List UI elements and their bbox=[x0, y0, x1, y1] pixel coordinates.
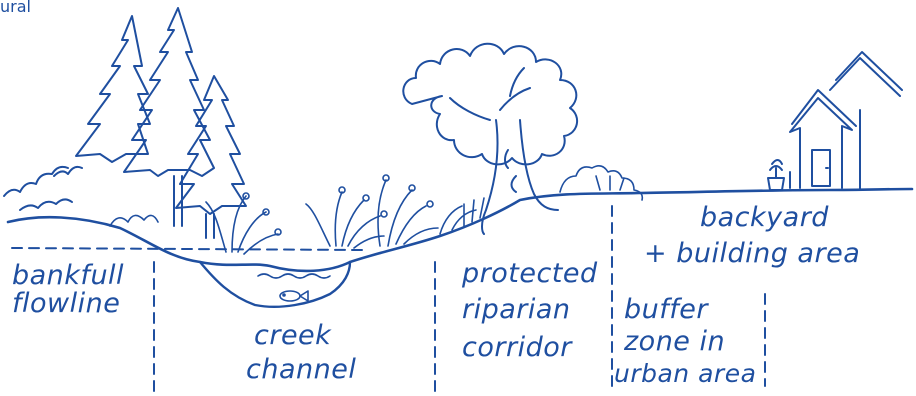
svg-text:buffer: buffer bbox=[624, 294, 709, 325]
svg-text:+ building area: + building area bbox=[644, 238, 860, 269]
bank-shrubs bbox=[110, 175, 484, 254]
svg-text:bankfull: bankfull bbox=[12, 260, 124, 291]
protected-riparian-corridor-label: protected riparian corridor bbox=[461, 258, 598, 363]
svg-text:creek: creek bbox=[254, 320, 332, 351]
evergreen-trees bbox=[4, 8, 246, 238]
svg-text:flowline: flowline bbox=[12, 288, 120, 319]
deciduous-tree bbox=[403, 44, 577, 234]
svg-text:corridor: corridor bbox=[462, 332, 573, 363]
header-fragment: ural bbox=[0, 0, 31, 16]
svg-text:zone in: zone in bbox=[623, 326, 725, 357]
svg-text:riparian: riparian bbox=[462, 294, 571, 325]
water-surface bbox=[258, 274, 330, 278]
svg-text:urban area: urban area bbox=[614, 359, 756, 388]
svg-text:protected: protected bbox=[461, 258, 598, 289]
fish-icon bbox=[280, 291, 308, 301]
buffer-zone-label: buffer zone in urban area bbox=[614, 294, 756, 388]
bankfull-flowline-label: bankfull flowline bbox=[12, 260, 124, 319]
bankfull-flowline bbox=[12, 248, 362, 250]
backyard-building-area-label: backyard + building area bbox=[644, 202, 860, 269]
svg-text:channel: channel bbox=[246, 354, 356, 385]
svg-text:backyard: backyard bbox=[700, 202, 829, 233]
creek-channel-label: creek channel bbox=[246, 320, 356, 385]
house-icon bbox=[768, 52, 902, 190]
